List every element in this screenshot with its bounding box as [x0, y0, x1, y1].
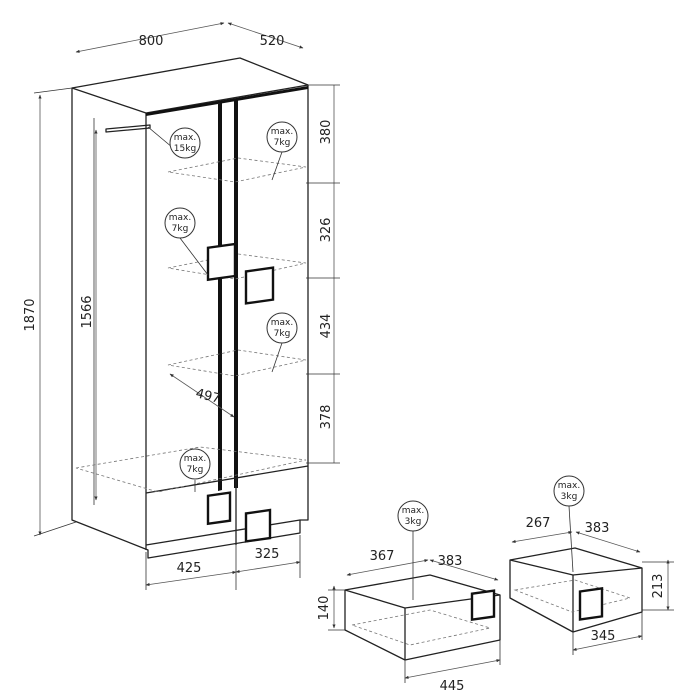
load-badge-shelf-3: max. 7kg	[266, 312, 298, 373]
hanging-rail	[105, 124, 151, 133]
dim-line-shelf-depth	[169, 373, 235, 418]
badge-rail-line2: 15kg	[174, 144, 196, 154]
load-badge-rail: max. 15kg	[147, 126, 201, 159]
dim-width-label: 800	[139, 34, 164, 49]
top-door-line	[146, 86, 308, 116]
spacing-label-4: 378	[319, 405, 334, 430]
dim-line-drawer-right-depth-back	[575, 531, 641, 553]
drawer-left-width-label: 445	[440, 679, 465, 694]
badge-shelf1-line1: max.	[271, 127, 293, 137]
wardrobe-dimensions: 800 520 1870 1566 380 326 434 378 497 42…	[23, 22, 340, 590]
load-badge-shelf-1: max. 7kg	[266, 121, 298, 181]
wardrobe-top-edge	[71, 84, 309, 114]
badge-drawer-left-line2: 3kg	[405, 517, 422, 527]
badge-rail-line1: max.	[174, 133, 196, 143]
wardrobe-outline	[71, 57, 309, 559]
handle-upper-right	[244, 266, 275, 305]
dim-inner-height-label: 1566	[80, 295, 95, 328]
badge-bottom-line1: max.	[184, 454, 206, 464]
handle-upper-left	[206, 242, 237, 282]
door-gap-center	[234, 100, 238, 488]
drawer-right-width-label: 345	[591, 629, 616, 644]
dim-line-drawer-right-depth-front	[511, 531, 573, 543]
shelf-2	[167, 253, 307, 280]
ext-line-height-top	[33, 87, 73, 94]
badge-shelf3-line1: max.	[271, 318, 293, 328]
door-gap-left	[218, 103, 222, 491]
drawer-left-depth-front-label: 367	[370, 549, 395, 564]
spacing-label-1: 380	[319, 120, 334, 145]
dim-line-drawer-left-depth-back	[429, 559, 499, 581]
badge-bottom-line2: 7kg	[187, 465, 204, 475]
dim-line-drawer-left-depth-front	[346, 559, 429, 576]
drawer-left-bottom	[350, 609, 491, 646]
ext-line-height-bottom	[33, 521, 77, 537]
dim-height-label: 1870	[23, 298, 38, 331]
badge-shelf2-line2: 7kg	[172, 224, 189, 234]
dim-shelf-depth-label: 497	[194, 386, 222, 407]
dim-line-door-right	[235, 560, 301, 574]
load-badge-bottom: max. 7kg	[179, 448, 211, 492]
load-badge-drawer-left: max. 3kg	[397, 500, 429, 600]
badge-shelf1-line2: 7kg	[274, 138, 291, 148]
dim-line-door-left	[145, 570, 237, 587]
dim-line-depth	[227, 22, 304, 49]
shelf-bottom	[75, 446, 307, 493]
badge-drawer-right-line2: 3kg	[561, 492, 578, 502]
dim-depth-label: 520	[260, 34, 285, 49]
drawer-left: 367 383 140 445 max. 3kg	[317, 500, 501, 694]
drawer-right-box	[509, 547, 643, 633]
drawer-right: 267 383 213 345 max. 3kg	[509, 475, 674, 655]
drawer-right-handle	[578, 587, 604, 621]
badge-drawer-right-line1: max.	[558, 481, 580, 491]
dim-line-width	[75, 22, 225, 53]
dim-line-drawer-left-width	[404, 659, 501, 679]
load-badge-shelf-2: max. 7kg	[164, 207, 209, 276]
load-badge-drawer-right: max. 3kg	[553, 475, 585, 573]
drawer-left-depth-back-label: 383	[438, 554, 463, 569]
dim-line-drawer-right-width	[572, 635, 643, 651]
plinth	[145, 519, 301, 546]
dim-door-right-label: 325	[255, 547, 280, 562]
spacing-label-3: 434	[319, 314, 334, 339]
drawer-right-bottom	[513, 579, 632, 613]
drawer-right-height-label: 213	[651, 574, 666, 599]
drawer-left-handle	[470, 589, 496, 622]
badge-drawer-left-line1: max.	[402, 506, 424, 516]
handle-drawer-left	[206, 491, 232, 526]
drawer-right-depth-back-label: 383	[585, 521, 610, 536]
shelf-1	[167, 157, 307, 183]
badge-shelf2-line1: max.	[169, 213, 191, 223]
spacing-label-2: 326	[319, 218, 334, 243]
handle-drawer-right	[244, 508, 272, 543]
drawer-right-depth-front-label: 267	[526, 516, 551, 531]
drawer-left-height-label: 140	[317, 596, 332, 621]
shelf-3	[167, 349, 307, 377]
badge-shelf3-line2: 7kg	[274, 329, 291, 339]
dim-door-left-label: 425	[177, 561, 202, 576]
